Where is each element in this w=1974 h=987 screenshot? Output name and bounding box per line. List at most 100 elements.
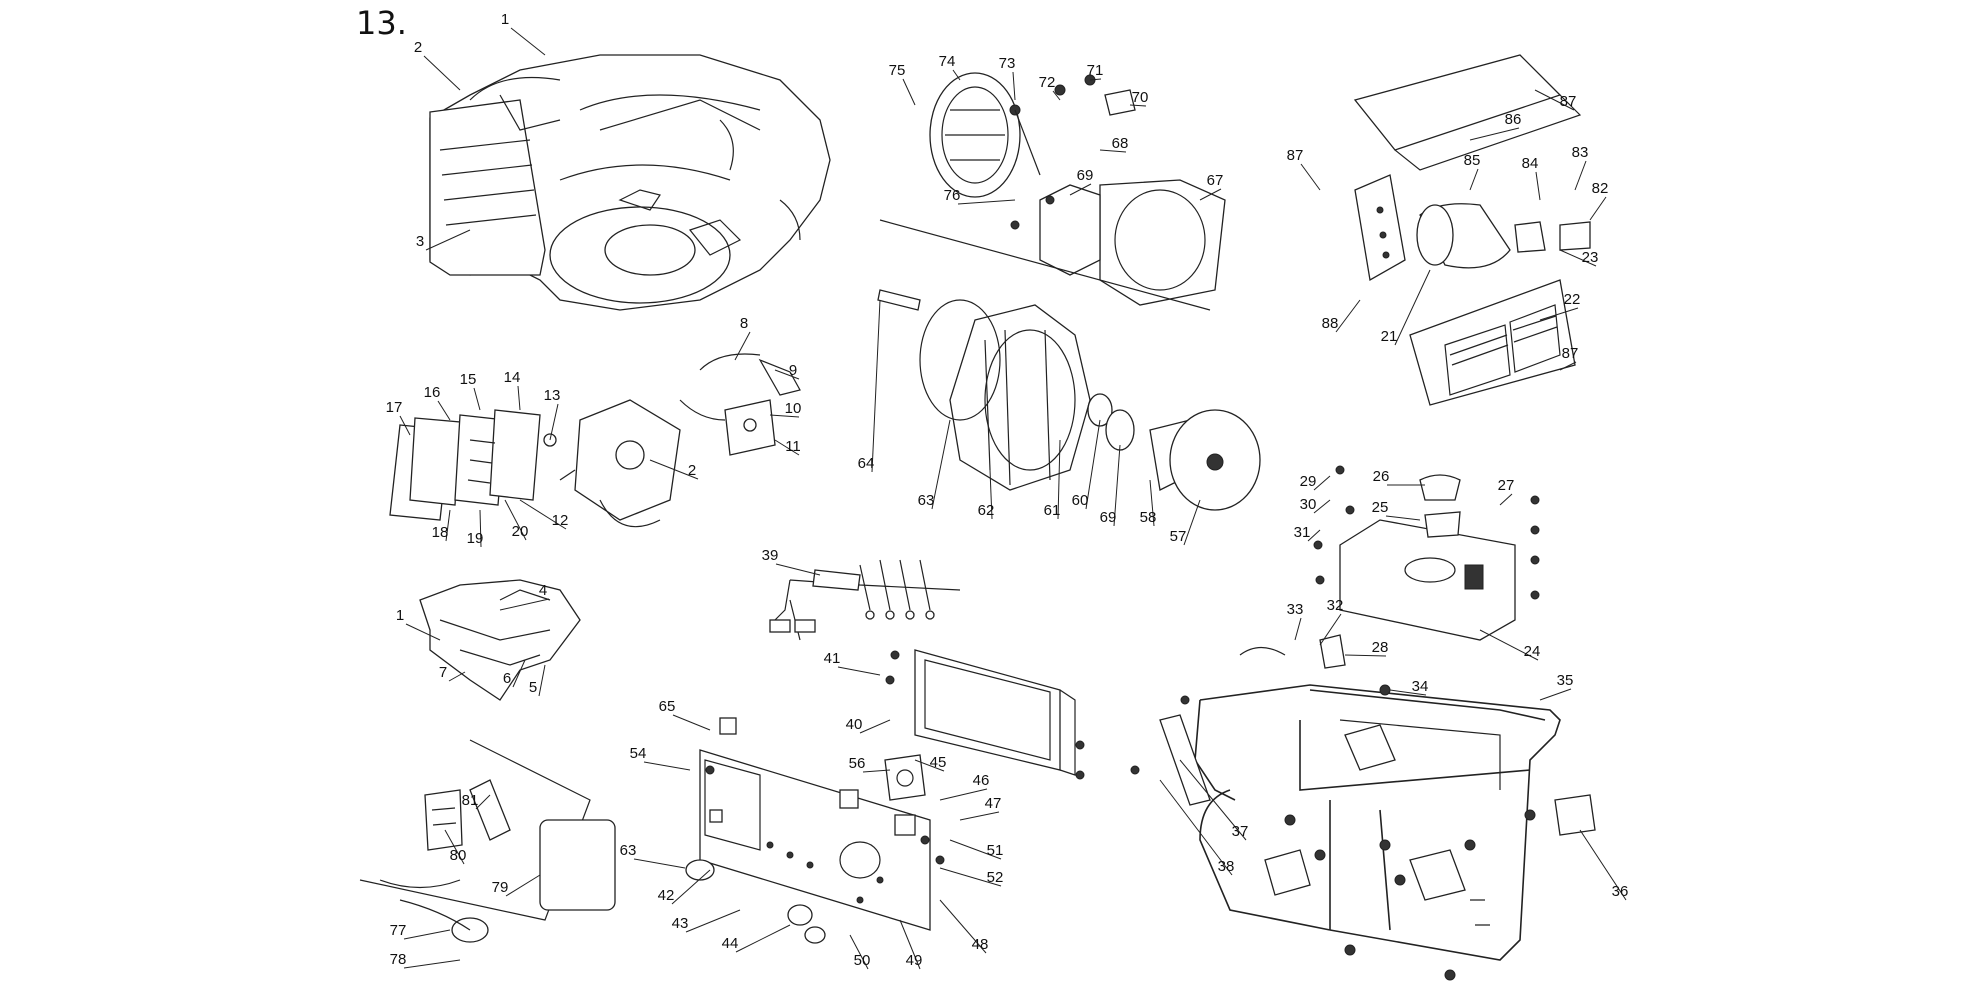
part-number-label: 76 xyxy=(944,187,961,204)
part-number-label: 21 xyxy=(1381,328,1398,345)
part-number-label: 74 xyxy=(939,53,956,70)
part-number-label: 64 xyxy=(858,455,875,472)
leader-line xyxy=(989,469,993,520)
leader-line xyxy=(1052,90,1061,101)
leader-line xyxy=(1499,493,1513,506)
leader-line xyxy=(774,369,800,380)
leader-line xyxy=(959,811,1000,821)
leader-line xyxy=(849,934,869,970)
leader-line xyxy=(1313,475,1331,491)
leader-line xyxy=(859,719,891,734)
part-number-label: 20 xyxy=(512,523,529,540)
part-number-label: 77 xyxy=(390,922,407,939)
part-number-label: 30 xyxy=(1300,496,1317,513)
leader-line xyxy=(444,829,465,865)
part-number-label: 29 xyxy=(1300,473,1317,490)
leader-line xyxy=(1589,196,1607,221)
leader-line xyxy=(734,331,751,361)
part-number-label: 51 xyxy=(987,842,1004,859)
part-number-label: 82 xyxy=(1592,180,1609,197)
frame-assembly xyxy=(1130,684,1596,981)
leader-line xyxy=(1469,168,1479,191)
leader-line xyxy=(1113,444,1121,527)
leader-line xyxy=(862,769,891,773)
part-number-label: 9 xyxy=(789,362,797,379)
leader-line xyxy=(1183,499,1201,546)
part-number-label: 6 xyxy=(503,670,511,687)
ignition-coil-assembly xyxy=(679,353,801,456)
leader-line xyxy=(1300,163,1321,191)
leader-line xyxy=(939,788,988,801)
part-number-label: 69 xyxy=(1077,167,1094,184)
leader-line xyxy=(672,714,711,731)
part-number-label: 19 xyxy=(467,530,484,547)
part-number-label: 80 xyxy=(450,847,467,864)
part-number-label: 85 xyxy=(1464,152,1481,169)
leader-line xyxy=(1294,617,1302,641)
part-number-label: 63 xyxy=(918,492,935,509)
part-number-label: 15 xyxy=(460,371,477,388)
control-panel-assembly xyxy=(685,649,1085,944)
leader-line xyxy=(871,299,881,473)
leader-line xyxy=(405,623,441,641)
wire-harness xyxy=(769,559,961,641)
part-number-label: 86 xyxy=(1505,111,1522,128)
part-number-label: 8 xyxy=(740,315,748,332)
part-number-label: 3 xyxy=(416,233,424,250)
part-number-label: 83 xyxy=(1572,144,1589,161)
part-number-label: 78 xyxy=(390,951,407,968)
muffler-assembly xyxy=(1353,54,1591,406)
leader-line xyxy=(1539,688,1572,701)
part-number-label: 35 xyxy=(1557,672,1574,689)
part-number-label: 32 xyxy=(1327,597,1344,614)
part-number-label: 88 xyxy=(1322,315,1339,332)
part-number-label: 34 xyxy=(1412,678,1429,695)
part-number-label: 69 xyxy=(1100,509,1117,526)
leader-line xyxy=(1099,149,1127,153)
leader-line xyxy=(517,385,521,411)
leader-line xyxy=(939,867,1002,887)
leader-line xyxy=(1574,160,1587,191)
part-number-label: 71 xyxy=(1087,62,1104,79)
part-number-label: 4 xyxy=(539,582,547,599)
leader-line xyxy=(952,69,961,81)
part-number-label: 87 xyxy=(1560,93,1577,110)
part-number-label: 28 xyxy=(1372,639,1389,656)
part-number-label: 5 xyxy=(529,679,537,696)
part-number-label: 23 xyxy=(1582,249,1599,266)
leader-line xyxy=(1069,183,1092,196)
leader-line xyxy=(1149,479,1155,527)
part-number-label: 81 xyxy=(462,792,479,809)
part-number-label: 1 xyxy=(501,11,509,28)
leader-line xyxy=(633,858,686,869)
part-number-label: 67 xyxy=(1207,172,1224,189)
leader-line xyxy=(437,400,451,421)
leader-line xyxy=(769,414,800,418)
part-number-label: 62 xyxy=(978,502,995,519)
part-number-label: 61 xyxy=(1044,502,1061,519)
leader-line xyxy=(1012,71,1016,101)
part-number-label: 45 xyxy=(930,754,947,771)
leader-line xyxy=(939,899,987,954)
leader-line xyxy=(1389,689,1427,696)
part-number-label: 68 xyxy=(1112,135,1129,152)
part-number-label: 84 xyxy=(1522,155,1539,172)
part-number-label: 33 xyxy=(1287,601,1304,618)
part-number-label: 13 xyxy=(544,387,561,404)
leader-line xyxy=(1319,613,1342,646)
air-filter-assembly xyxy=(389,409,557,521)
part-number-label: 16 xyxy=(424,384,441,401)
leader-line xyxy=(1534,89,1575,111)
leader-line xyxy=(1559,361,1577,371)
part-number-label: 63 xyxy=(620,842,637,859)
part-number-label: 2 xyxy=(414,39,422,56)
leader-line xyxy=(425,229,471,251)
part-number-label: 17 xyxy=(386,399,403,416)
leader-line xyxy=(1089,78,1102,81)
leader-line xyxy=(1469,127,1520,141)
leader-line xyxy=(1159,779,1233,876)
leader-line xyxy=(1335,299,1361,333)
leader-line xyxy=(957,199,1016,205)
part-number-label: 39 xyxy=(762,547,779,564)
